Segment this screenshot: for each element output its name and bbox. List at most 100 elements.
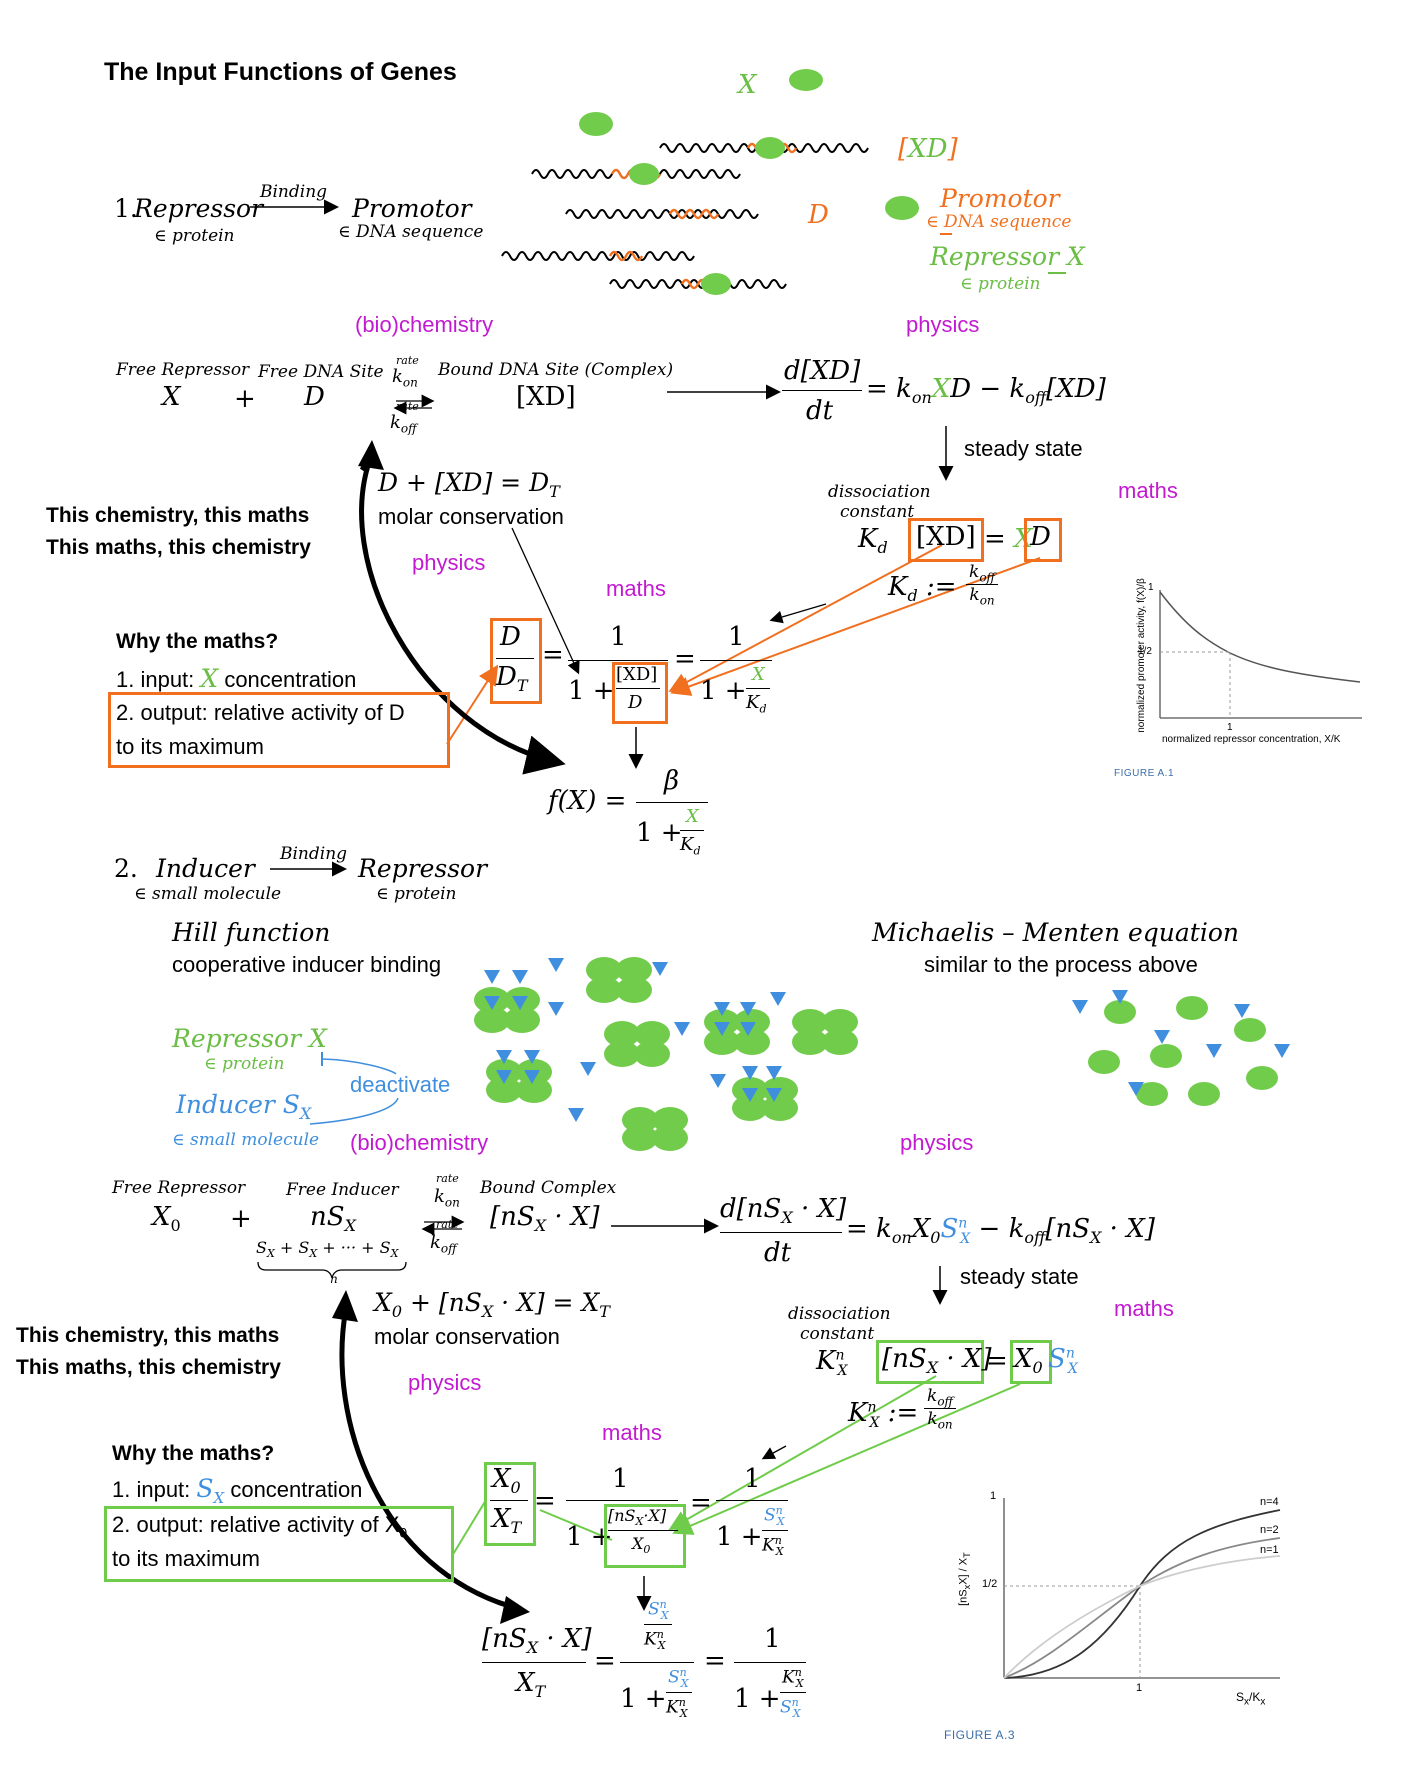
s1-physics2: physics <box>412 550 486 575</box>
s2-final-den: XT <box>516 1668 546 1702</box>
s1-frac-D: D <box>500 622 521 652</box>
s1-frac-DT: DT <box>496 662 528 696</box>
figure-a3 <box>1003 1498 1281 1679</box>
page-title: The Input Functions of Genes <box>104 58 457 86</box>
s1-why: Why the maths? <box>116 630 279 653</box>
s1-free-repressor: Free Repressor <box>116 360 250 380</box>
s1-rate-eq-rhs: = konXD − koff[XD] <box>866 374 1106 408</box>
s1-fX-X: X <box>686 806 699 827</box>
s2-dissociation: dissociation <box>788 1304 891 1324</box>
s2-sum: SX + SX + ··· + SX <box>256 1238 399 1261</box>
dna-strand-4 <box>501 251 695 261</box>
s2-physics2: physics <box>408 1370 482 1395</box>
dna-label-X: X <box>738 70 757 100</box>
s2-complex-eq: [nSX · X] <box>882 1344 992 1378</box>
s2-bound-complex: Bound Complex <box>480 1178 617 1198</box>
s2-box-X0 <box>1010 1340 1052 1384</box>
s1-eq2: = <box>674 644 696 674</box>
s1-XD: [XD] <box>516 382 576 412</box>
repressor-blobs <box>579 69 919 295</box>
s2-rate-num: d[nSX · X] <box>720 1194 847 1228</box>
s1-binding: Binding <box>260 182 328 202</box>
s2-box-complex <box>876 1340 984 1384</box>
s2-final-SXn3: SnX <box>780 1696 801 1721</box>
s2-KXn-small: KnX <box>762 1534 784 1559</box>
s2-koff: koff <box>430 1232 457 1256</box>
s2-number: 2. <box>114 854 138 883</box>
s1-output-box <box>108 692 450 768</box>
s2-conservation: X0 + [nSX · X] = XT <box>374 1288 610 1321</box>
s2-legend-repressor-sub: ∈ protein <box>204 1054 285 1074</box>
repressor-clusters <box>474 957 1278 1151</box>
s1-XD-small: [XD] <box>616 664 658 685</box>
s1-free-dna: Free DNA Site <box>258 362 384 382</box>
s2-inner-den: X0 <box>632 1534 651 1557</box>
s2-maths1: maths <box>602 1420 662 1445</box>
fig3-xlabel: Sx/Kx <box>1236 1690 1266 1708</box>
s1-oneplus-a: 1 + <box>568 676 615 706</box>
s1-steady-state: steady state <box>964 436 1083 461</box>
s2-output-line1: 2. output: relative activity of X0 <box>112 1512 408 1541</box>
s1-physics-label: physics <box>906 312 980 337</box>
s1-kon: kon <box>392 366 418 390</box>
s2-free-inducer: Free Inducer <box>286 1180 399 1200</box>
s2-deactivate: deactivate <box>350 1072 451 1097</box>
s2-steady-state: steady state <box>960 1264 1079 1289</box>
s2-n: n <box>330 1272 338 1286</box>
inducer-triangles <box>484 958 1290 1122</box>
s1-bound-dna: Bound DNA Site (Complex) <box>438 360 674 380</box>
s2-rate-bottom: rate <box>436 1218 459 1231</box>
fig3-caption: FIGURE A.3 <box>944 1728 1016 1742</box>
s1-fX: f(X) = <box>548 786 627 816</box>
s1-maths2: maths <box>1118 478 1178 503</box>
s2-final-KXn2: KnX <box>666 1696 688 1721</box>
legend-repressor-sub: ∈ protein <box>960 274 1041 294</box>
s2-final-num: [nSX · X] <box>482 1624 592 1658</box>
s1-box-XD <box>908 518 984 562</box>
fig1-xlabel: normalized repressor concentration, X/K <box>1162 734 1341 745</box>
s1-maths1: maths <box>606 576 666 601</box>
s2-final-one: 1 <box>764 1624 781 1654</box>
s1-constant: constant <box>840 502 915 522</box>
s1-X: X <box>162 382 181 412</box>
s2-final-eq2: = <box>704 1646 726 1676</box>
s2-repressor-sub: ∈ protein <box>376 884 457 904</box>
s1-this-chem: This chemistry, this maths <box>46 504 310 527</box>
s1-D-small: D <box>628 692 643 713</box>
fig3-ylabel: [nSxX] / XT <box>957 1552 972 1606</box>
s2-complex: [nSX · X] <box>490 1202 600 1236</box>
s1-eq-XD: = X <box>984 524 1033 554</box>
fig3-tick-half: 1/2 <box>982 1578 998 1590</box>
s2-repressor: Repressor <box>358 854 488 883</box>
s1-koff: koff <box>390 412 417 436</box>
s2-inducer: Inducer <box>156 854 255 883</box>
s2-box-inner <box>604 1504 686 1568</box>
s1-oneplus-b: 1 + <box>700 676 747 706</box>
s2-final-SXn2: SnX <box>668 1666 689 1691</box>
s2-SXn-small: SnX <box>764 1504 785 1529</box>
s1-X-small: X <box>752 664 765 685</box>
s1-conservation: D + [XD] = DT <box>378 468 560 501</box>
s2-hill: Hill function <box>172 918 331 947</box>
dna-label-XD: [XD] <box>898 134 958 164</box>
fig1-ylabel: normalized promoter activity, f(X)/β <box>1135 578 1147 733</box>
s1-fX-den: 1 + <box>636 818 683 848</box>
s2-inducer-sub: ∈ small molecule <box>134 884 282 904</box>
s1-rate-eq-num: d[XD] <box>784 356 861 386</box>
s2-oneplus-b: 1 + <box>716 1522 763 1552</box>
s1-one-b: 1 <box>728 622 745 652</box>
s1-input: 1. input: X concentration <box>116 664 357 693</box>
s2-binding: Binding <box>280 844 348 864</box>
s2-this-maths: This maths, this chemistry <box>16 1356 281 1379</box>
s2-final-KXn3: KnX <box>782 1666 804 1691</box>
s2-inner-num: [nSX·X] <box>608 1506 667 1529</box>
s2-mm-sub: similar to the process above <box>924 952 1198 977</box>
s2-one-b: 1 <box>744 1464 761 1494</box>
s2-hill-sub: cooperative inducer binding <box>172 952 442 977</box>
s1-promotor: Promotor <box>352 194 472 223</box>
s2-eq-sign: = <box>986 1346 1008 1376</box>
s1-dissociation: dissociation <box>828 482 931 502</box>
dna-label-D: D <box>808 200 829 230</box>
s2-physics-label: physics <box>900 1130 974 1155</box>
